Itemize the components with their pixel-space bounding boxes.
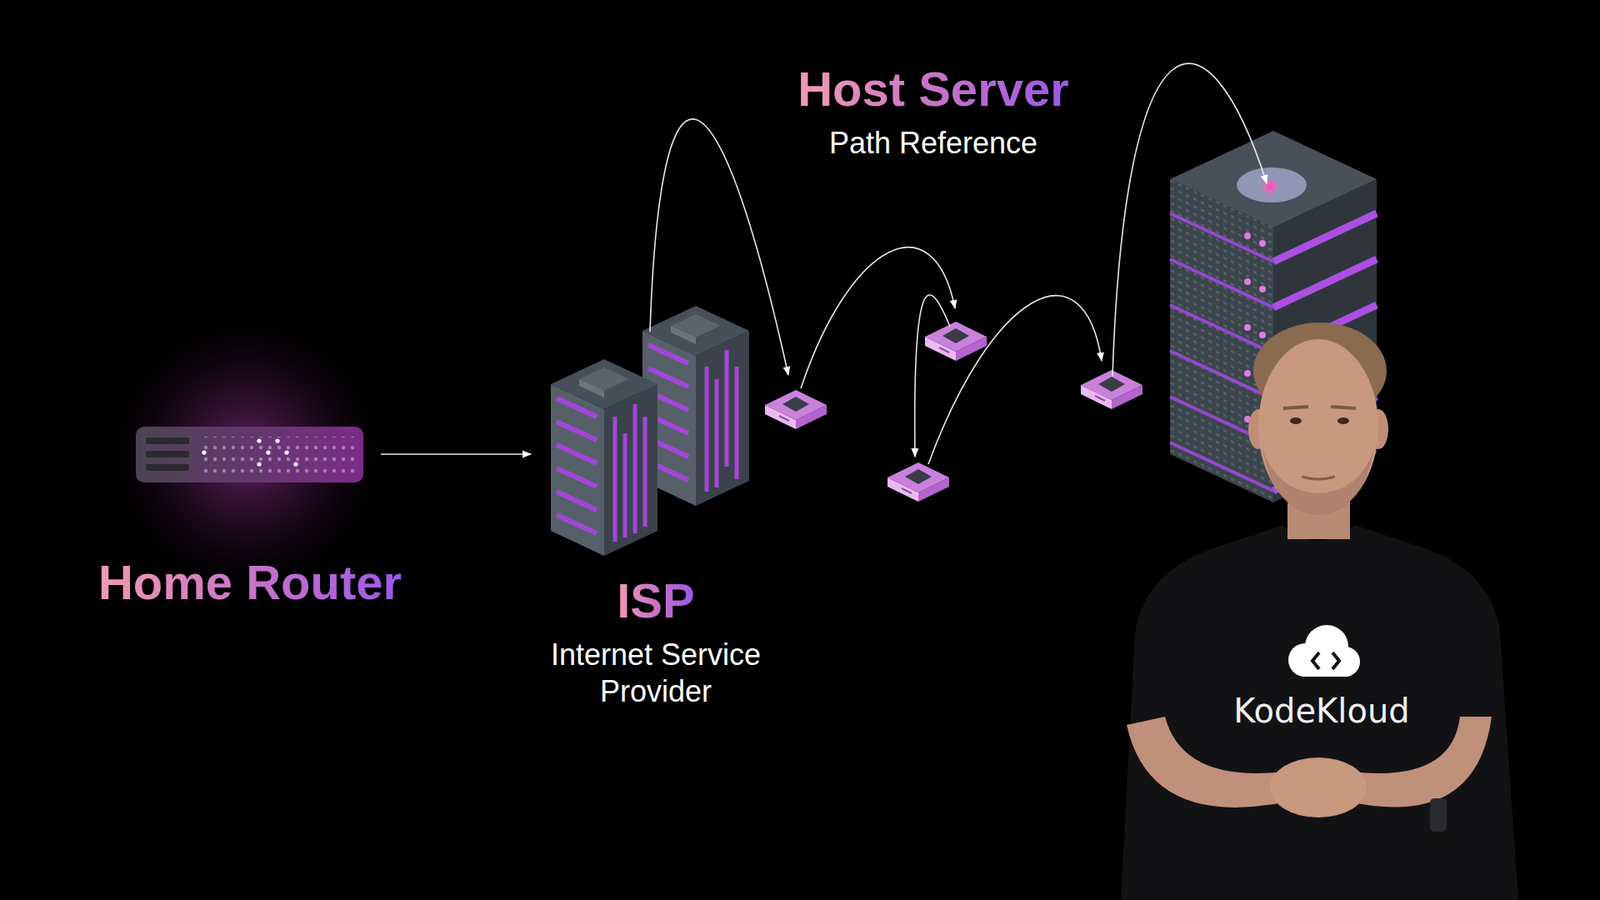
host-server-port (1236, 167, 1307, 203)
router-led (293, 461, 298, 466)
router-led (256, 438, 261, 443)
host-server-target (1266, 183, 1274, 190)
presenter-eye (1337, 417, 1350, 425)
host-server-bands (1170, 213, 1274, 491)
router-vent (145, 464, 190, 471)
isp-tower-bars (706, 350, 737, 492)
isp-tower-face (695, 330, 750, 506)
router-led (275, 438, 280, 443)
router-led (265, 450, 270, 455)
node-subtitle: Internet Service Provider (530, 636, 781, 710)
router-led (284, 450, 289, 455)
presenter-face (1258, 339, 1379, 515)
presenter-watch (1430, 798, 1447, 832)
presenter-shirt (1120, 525, 1519, 900)
home-router-node: Home Router (125, 408, 375, 617)
node-subtitle: Path Reference (829, 125, 1038, 162)
host-server-target (1260, 176, 1280, 197)
shirt-brand: KodeKloud (1233, 690, 1410, 731)
presenter (1120, 322, 1519, 900)
hop-router (1080, 370, 1143, 410)
node-heading: Home Router (98, 555, 402, 610)
host-server-top (1170, 130, 1377, 228)
node-heading: Host Server (797, 61, 1070, 117)
kodekloud-logo (1288, 625, 1360, 677)
hop-router (765, 390, 827, 430)
presenter-hands (1270, 757, 1367, 818)
isp-tower-bars (615, 404, 645, 542)
isp-tower-stripes (556, 398, 597, 534)
router-led (256, 461, 261, 466)
host-server-grill (1170, 179, 1274, 503)
hop-arc (915, 295, 950, 457)
isp-tower-cap (579, 379, 605, 398)
hop-arcs (650, 63, 1267, 465)
isp-tower-face (604, 384, 658, 556)
host-server-node: Host ServerPath Reference (783, 61, 1084, 170)
router-lights (200, 436, 355, 474)
router-vent (145, 450, 190, 458)
isp-tower-cap (670, 325, 696, 345)
node-heading: ISP (616, 573, 695, 629)
isp-tower-face (550, 384, 605, 556)
connector-arrow (380, 453, 531, 455)
hop-router (887, 462, 950, 502)
presenter-arm (1126, 716, 1290, 808)
presenter-beard (1262, 450, 1375, 515)
presenter-brow (1283, 406, 1356, 409)
isp-tower-cap (695, 325, 721, 345)
hop-arc (800, 247, 955, 389)
presenter-eye (1290, 417, 1302, 425)
hop-arc (928, 295, 1102, 465)
router-led (201, 450, 206, 455)
hop-arc (650, 119, 789, 375)
presenter-mouth (1301, 476, 1335, 480)
router-vent (145, 437, 190, 445)
presenter-arm (1345, 716, 1492, 807)
hop-router (925, 321, 987, 361)
home-router-body (135, 426, 364, 483)
isp-node: ISP Internet Service Provider (530, 300, 781, 717)
hop-arc (1112, 63, 1267, 377)
host-server-face (1170, 179, 1274, 503)
isp-tower-cap (604, 379, 630, 398)
